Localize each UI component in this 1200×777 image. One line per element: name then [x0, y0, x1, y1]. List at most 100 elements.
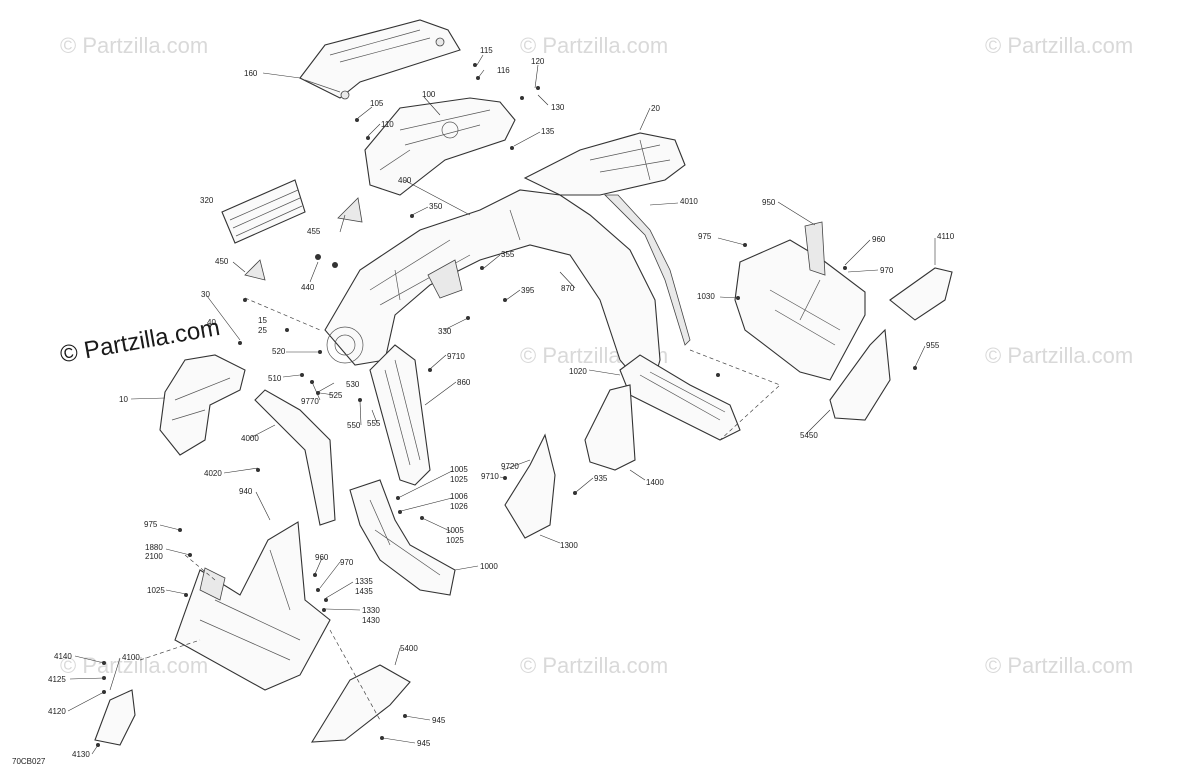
part-1400-panel [584, 384, 636, 471]
callout-1430: 1430 [362, 616, 380, 625]
callout-25: 25 [258, 326, 267, 335]
callout-4110: 4110 [937, 232, 955, 241]
callout-1006: 1006 [450, 492, 468, 501]
callout-1020: 1020 [569, 367, 587, 376]
part-860-pillar [369, 344, 431, 486]
callout-4100: 4100 [122, 653, 140, 662]
callout-1005-a: 1005 [450, 465, 468, 474]
callout-4120: 4120 [48, 707, 66, 716]
callout-355: 355 [501, 250, 515, 259]
callout-870: 870 [561, 284, 575, 293]
assembly-line [244, 297, 321, 331]
callout-10: 10 [119, 395, 128, 404]
callout-20: 20 [651, 104, 660, 113]
callout-860: 860 [457, 378, 471, 387]
watermark: © Partzilla.com [985, 33, 1134, 58]
assembly-line [689, 349, 781, 441]
callout-450: 450 [215, 257, 229, 266]
callout-4020: 4020 [204, 469, 222, 478]
callout-940: 940 [239, 487, 253, 496]
callout-975-top: 975 [698, 232, 712, 241]
callout-1025-b: 1025 [446, 536, 464, 545]
callout-970-bottom: 970 [340, 558, 354, 567]
callout-115: 115 [480, 46, 493, 55]
callout-1000: 1000 [480, 562, 498, 571]
watermark: © Partzilla.com [985, 653, 1134, 678]
assembly-line [139, 639, 201, 661]
callout-320: 320 [200, 196, 214, 205]
callout-975-bottom: 975 [144, 520, 158, 529]
part-160-top-cover [299, 19, 461, 100]
callout-950: 950 [762, 198, 776, 207]
callout-935: 935 [594, 474, 608, 483]
callout-1030: 1030 [697, 292, 715, 301]
callout-1025-a: 1025 [450, 475, 468, 484]
callout-555: 555 [367, 419, 381, 428]
callout-440: 440 [301, 283, 315, 292]
callout-105: 105 [370, 99, 384, 108]
part-10-fender [159, 354, 246, 456]
callout-1880: 1880 [145, 543, 163, 552]
part-1020-side-rail [619, 354, 741, 441]
callout-130: 130 [551, 103, 565, 112]
callout-1026: 1026 [450, 502, 468, 511]
diagram-code: 70CB027 [12, 757, 46, 766]
callout-330: 330 [438, 327, 452, 336]
callout-1435: 1435 [355, 587, 373, 596]
callout-400: 400 [398, 176, 412, 185]
part-455-panel [337, 197, 363, 223]
part-100-dash-panel [364, 97, 516, 196]
part-320-grille [221, 179, 306, 244]
callout-4130: 4130 [72, 750, 90, 759]
callout-525: 525 [329, 391, 343, 400]
callout-5450: 5450 [800, 431, 818, 440]
part-950-floor-tray [734, 221, 866, 381]
part-4100-bracket [94, 689, 136, 746]
part-20-hood [523, 132, 686, 196]
callout-955: 955 [926, 341, 940, 350]
watermark: © Partzilla.com [520, 33, 669, 58]
callout-40: 40 [207, 318, 216, 327]
callout-9720: 9720 [501, 462, 519, 471]
callout-945-a: 945 [432, 716, 446, 725]
watermark: © Partzilla.com [60, 653, 209, 678]
part-5450-side-panel [829, 328, 891, 421]
callout-1005-b: 1005 [446, 526, 464, 535]
callout-1300: 1300 [560, 541, 578, 550]
part-1000-floor-rail [349, 479, 456, 596]
callout-4140: 4140 [54, 652, 72, 661]
callout-4000: 4000 [241, 434, 259, 443]
callout-9770: 9770 [301, 397, 319, 406]
watermark: © Partzilla.com [520, 653, 669, 678]
callout-9710-b: 9710 [481, 472, 499, 481]
callout-4010: 4010 [680, 197, 698, 206]
callout-9710-a: 9710 [447, 352, 465, 361]
watermark: © Partzilla.com [60, 33, 209, 58]
callout-455: 455 [307, 227, 321, 236]
callout-15: 15 [258, 316, 267, 325]
part-1300-panel [504, 433, 556, 539]
callout-350: 350 [429, 202, 443, 211]
callout-2100: 2100 [145, 552, 163, 561]
part-4000-pillar-trim [254, 389, 336, 526]
callout-510: 510 [268, 374, 282, 383]
watermark: © Partzilla.com [985, 343, 1134, 368]
callout-135: 135 [541, 127, 555, 136]
callout-4125: 4125 [48, 675, 66, 684]
callout-1400: 1400 [646, 478, 664, 487]
callout-160: 160 [244, 69, 258, 78]
part-940-floor-tray [174, 521, 331, 691]
callout-530: 530 [346, 380, 360, 389]
part-450-panel [244, 259, 266, 281]
callout-100: 100 [422, 90, 436, 99]
callout-5400: 5400 [400, 644, 418, 653]
callout-960-top: 960 [872, 235, 886, 244]
callout-120: 120 [531, 57, 545, 66]
part-5400-side-panel [310, 664, 411, 743]
callout-960-bottom: 960 [315, 553, 329, 562]
callout-395: 395 [521, 286, 535, 295]
callout-1025-c: 1025 [147, 586, 165, 595]
assembly-line [329, 629, 381, 721]
callout-110: 110 [381, 120, 394, 129]
